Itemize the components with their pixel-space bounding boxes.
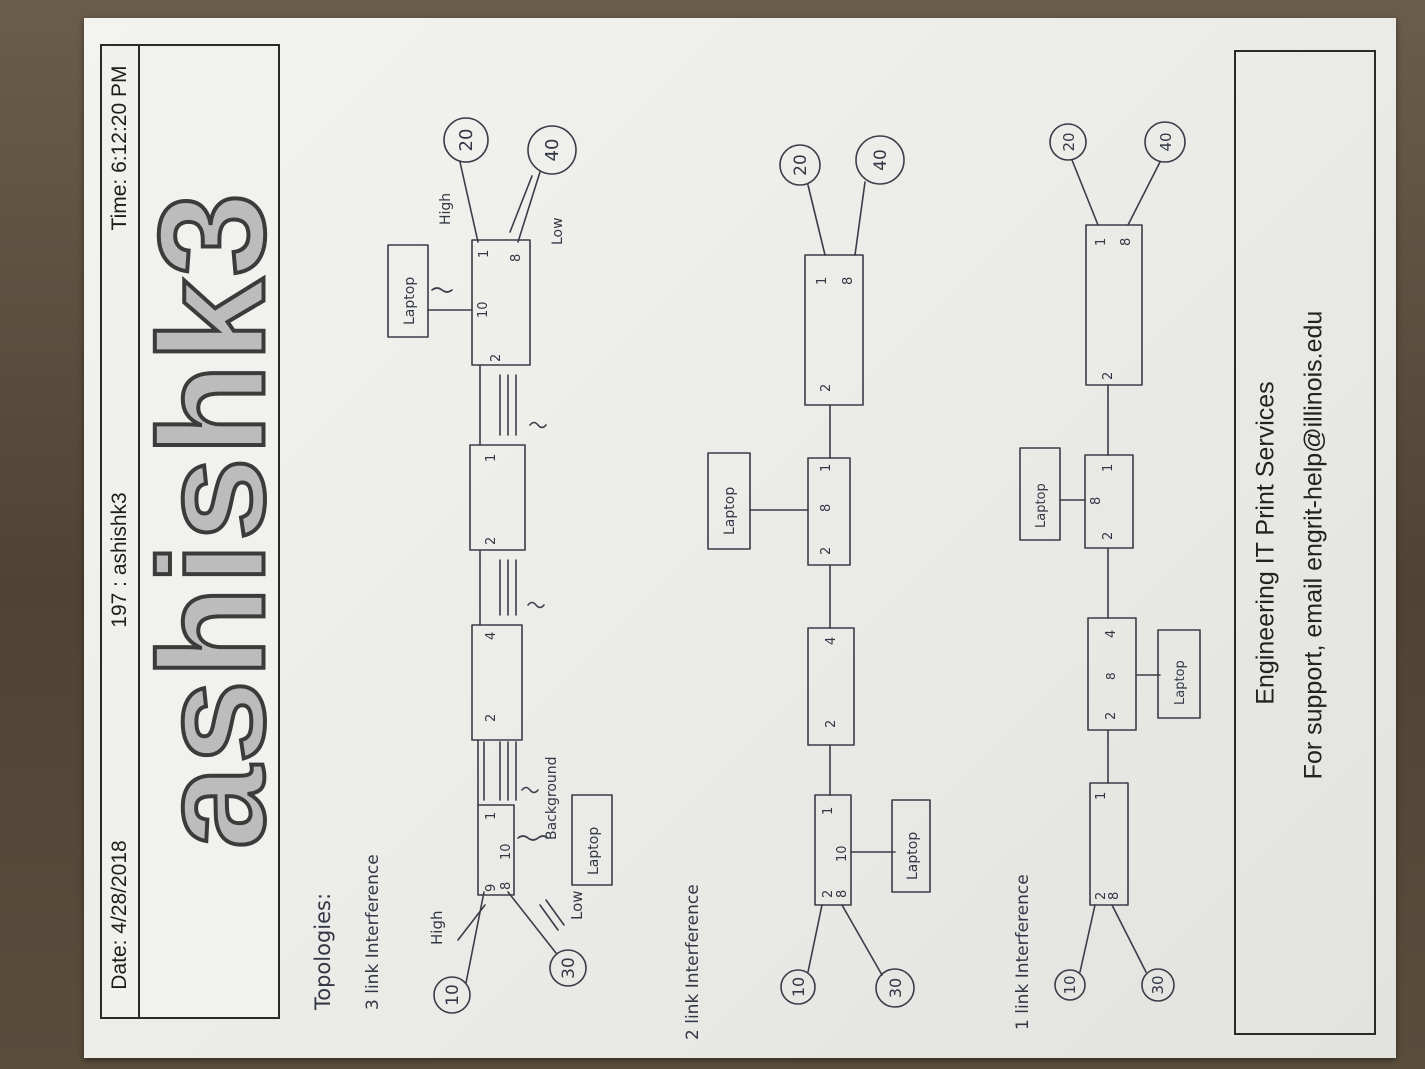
- svg-text:10: 10: [789, 977, 808, 997]
- svg-text:10: 10: [499, 843, 514, 860]
- topology-3-link: 10 30 20 40 9 8 10 1 High Low Background: [388, 118, 612, 1013]
- svg-text:30: 30: [886, 978, 905, 998]
- svg-text:2: 2: [824, 720, 839, 728]
- svg-text:8: 8: [1119, 238, 1134, 246]
- section-1-link-title: 1 link Interference: [1013, 874, 1033, 1030]
- svg-text:4: 4: [484, 632, 499, 640]
- svg-text:2: 2: [819, 384, 834, 392]
- topologies-heading: Topologies:: [311, 893, 335, 1011]
- svg-text:Laptop: Laptop: [905, 832, 921, 880]
- svg-text:2: 2: [489, 354, 504, 362]
- svg-text:9: 9: [484, 884, 499, 892]
- svg-text:8: 8: [509, 254, 524, 262]
- svg-text:Laptop: Laptop: [402, 277, 418, 325]
- label-high: High: [438, 193, 454, 225]
- svg-text:1: 1: [484, 454, 499, 462]
- svg-text:2: 2: [819, 547, 834, 555]
- section-2-link-title: 2 link Interference: [683, 884, 703, 1040]
- svg-text:8: 8: [499, 882, 514, 890]
- svg-text:Laptop: Laptop: [722, 487, 738, 535]
- svg-text:2: 2: [1101, 532, 1116, 540]
- section-3-link-title: 3 link Interference: [363, 854, 383, 1010]
- svg-text:2: 2: [484, 537, 499, 545]
- switch-box: [1086, 225, 1142, 385]
- label-background: Background: [544, 756, 560, 840]
- switch-box: [1090, 783, 1128, 905]
- svg-text:Laptop: Laptop: [586, 827, 602, 875]
- topology-1-link: 10 30 20 40 2 8 1 2 8 4 Laptop 2 8: [1020, 122, 1200, 1001]
- svg-text:2: 2: [1104, 712, 1119, 720]
- svg-text:10: 10: [476, 301, 491, 318]
- svg-text:20: 20: [791, 154, 811, 176]
- svg-text:20: 20: [1060, 132, 1078, 151]
- node-label: 30: [559, 957, 579, 979]
- svg-text:1: 1: [1101, 464, 1116, 472]
- svg-text:2: 2: [821, 890, 836, 898]
- svg-text:10: 10: [835, 845, 850, 862]
- svg-text:1: 1: [1094, 238, 1109, 246]
- svg-text:10: 10: [1061, 975, 1079, 994]
- svg-text:1: 1: [477, 250, 492, 258]
- svg-text:2: 2: [1101, 372, 1116, 380]
- svg-text:1: 1: [484, 812, 499, 820]
- svg-text:Laptop: Laptop: [1034, 483, 1049, 528]
- svg-text:Laptop: Laptop: [1173, 660, 1188, 705]
- svg-text:2: 2: [484, 714, 499, 722]
- svg-text:8: 8: [1104, 672, 1118, 680]
- svg-text:8: 8: [1089, 497, 1104, 505]
- node-label: 20: [456, 129, 477, 152]
- label-low: Low: [550, 217, 566, 245]
- svg-text:30: 30: [1149, 975, 1167, 994]
- svg-text:40: 40: [871, 149, 891, 171]
- svg-text:40: 40: [1157, 132, 1175, 151]
- node-label: 10: [443, 984, 463, 1006]
- label-low: Low: [568, 890, 586, 920]
- svg-text:1: 1: [815, 277, 830, 285]
- svg-text:1: 1: [1094, 792, 1109, 800]
- svg-text:1: 1: [821, 807, 836, 815]
- label-high: High: [428, 911, 446, 945]
- svg-text:4: 4: [824, 637, 839, 645]
- topology-2-link: 10 30 20 40 2 8 10 1 Laptop 2 4 2 8: [708, 136, 930, 1007]
- svg-text:1: 1: [819, 464, 834, 472]
- svg-text:8: 8: [835, 890, 850, 898]
- svg-text:4: 4: [1104, 630, 1119, 638]
- svg-text:8: 8: [1107, 892, 1122, 900]
- svg-text:8: 8: [841, 277, 856, 285]
- node-label: 40: [542, 139, 563, 162]
- svg-text:8: 8: [819, 504, 834, 512]
